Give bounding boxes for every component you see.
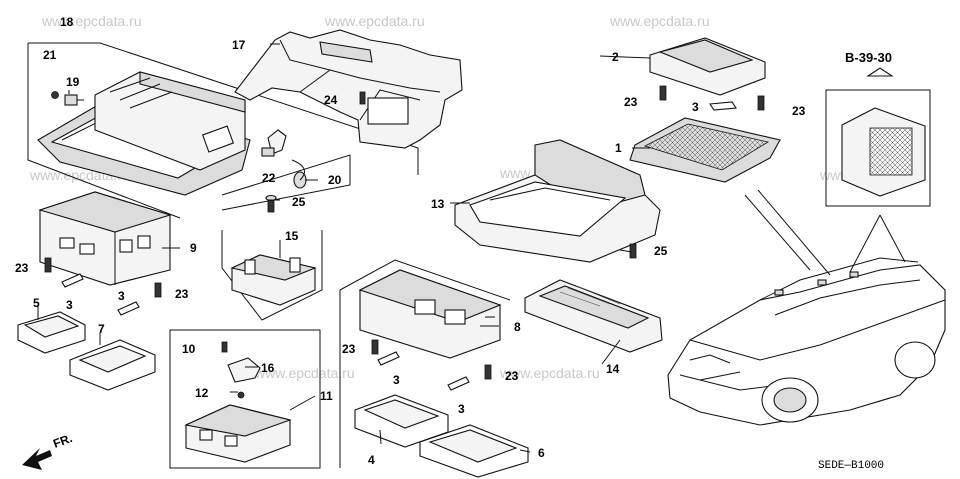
callout-3-a: 3: [692, 100, 699, 114]
callout-23-b: 23: [792, 104, 806, 118]
callout-13: 13: [431, 197, 445, 211]
map-light-8: [339, 259, 529, 478]
callout-23-c: 23: [15, 261, 29, 275]
watermark-3: www.epcdata.ru: [609, 13, 710, 29]
lamp-base-15: [221, 230, 323, 321]
callout-9: 9: [190, 241, 197, 255]
callout-8: 8: [514, 320, 521, 334]
watermark-7: www.epcdata.ru: [254, 365, 355, 381]
callout-25-a: 25: [292, 195, 306, 209]
callout-3-b: 3: [66, 298, 73, 312]
callout-3-c: 3: [118, 289, 125, 303]
watermark-8: www.epcdata.ru: [499, 365, 600, 381]
roof-bracket-17: [234, 29, 463, 149]
callout-7: 7: [98, 322, 105, 336]
callouts: 1 2 3 3 3 3 3 4 5 6 7 8 9 10 11 12 13 14…: [15, 15, 806, 467]
callout-23-e: 23: [342, 342, 356, 356]
lens-assembly-1-2: [629, 37, 781, 183]
watermark-2: www.epcdata.ru: [324, 13, 425, 29]
callout-4: 4: [368, 453, 375, 467]
callout-3-d: 3: [393, 373, 400, 387]
callout-23-a: 23: [624, 95, 638, 109]
callout-6: 6: [538, 446, 545, 460]
callout-23-f: 23: [505, 369, 519, 383]
callout-24: 24: [324, 93, 338, 107]
housing-13: [454, 139, 661, 263]
callout-16: 16: [261, 361, 275, 375]
callout-14: 14: [606, 362, 620, 376]
console-assembly-18: [27, 42, 419, 219]
vehicle-silhouette: [667, 189, 946, 426]
callout-11: 11: [320, 389, 333, 403]
callout-10: 10: [182, 342, 196, 356]
holder-14: [524, 279, 663, 353]
callout-17: 17: [232, 38, 246, 52]
callout-5: 5: [33, 296, 40, 310]
diagram-code: SEDE—B1000: [818, 460, 884, 472]
front-arrow: FR.: [22, 431, 74, 470]
callout-19: 19: [66, 75, 80, 89]
callout-25-b: 25: [654, 244, 668, 258]
callout-12: 12: [195, 386, 209, 400]
lenses-5-7: [17, 311, 156, 391]
switch-unit-9: [38, 191, 172, 316]
callout-2: 2: [612, 50, 619, 64]
section-reference: B-39-30: [845, 50, 892, 65]
watermark-1: www.epcdata.ru: [41, 13, 142, 29]
callout-3-e: 3: [458, 402, 465, 416]
front-label: FR.: [51, 431, 74, 451]
callout-15: 15: [285, 229, 299, 243]
callout-22: 22: [262, 171, 276, 185]
callout-18: 18: [60, 15, 74, 29]
callout-1: 1: [615, 141, 622, 155]
leader-lines: [37, 43, 651, 453]
group-box-11: [169, 329, 321, 469]
callout-23-d: 23: [175, 287, 189, 301]
callout-20: 20: [328, 173, 342, 187]
callout-21: 21: [43, 48, 57, 62]
reference-panel: B-39-30: [825, 50, 931, 207]
